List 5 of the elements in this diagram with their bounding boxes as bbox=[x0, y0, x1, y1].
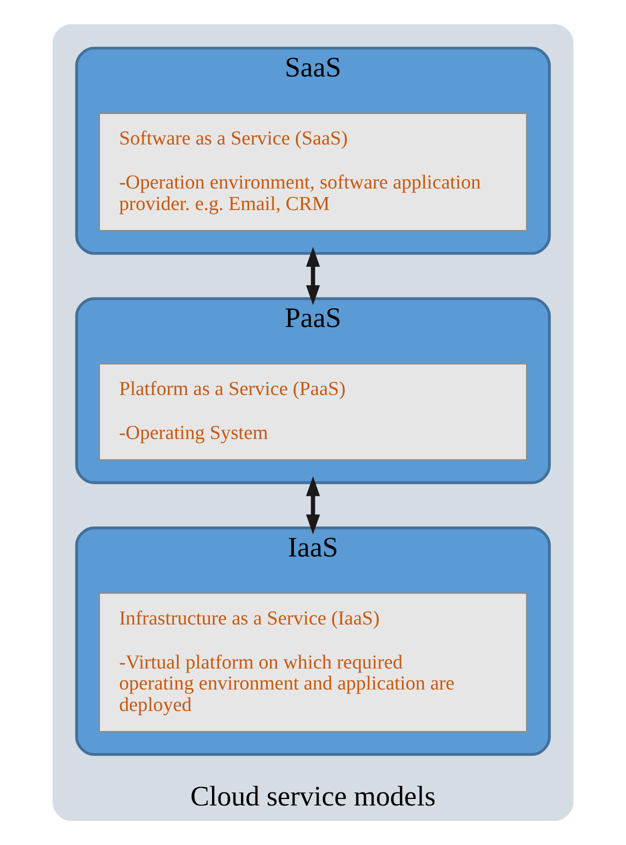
node-box: Infrastructure as a Service (IaaS) -Virtual platform on which required operating environment and application are deployed bbox=[98, 592, 528, 732]
arrow bbox=[306, 246, 320, 306]
arrow bbox=[306, 476, 320, 534]
node-box: Platform as a Service (PaaS) -Operating System bbox=[98, 363, 528, 461]
node-box: Software as a Service (SaaS) -Operation environment, software application provider. e.g. Email, CRM bbox=[98, 112, 528, 232]
